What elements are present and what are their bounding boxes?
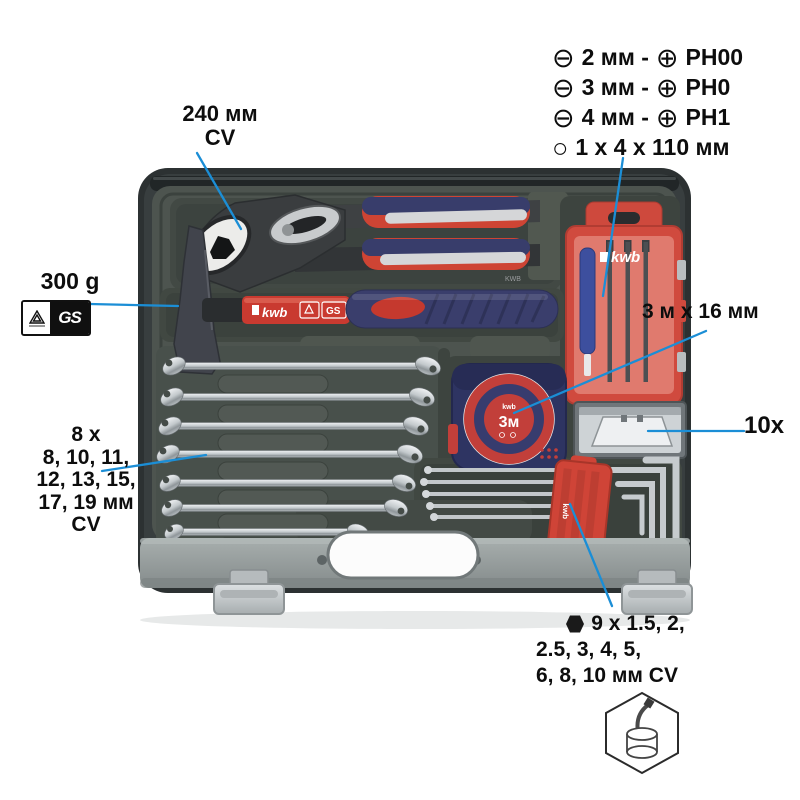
screwdriver-dimensions: 1 x 4 x 110 мм: [575, 134, 730, 160]
wrench-count: 8 x: [71, 423, 101, 446]
pliers-stamp: KWB: [505, 276, 521, 283]
bit-spec-row: ⊖ 3 мм - ⊕ PH0: [552, 72, 743, 102]
slotted-icon: ⊖: [552, 72, 575, 103]
wrench-sizes: 12, 13, 15,: [36, 468, 136, 491]
bit-set-box: kwb: [565, 201, 686, 405]
latch-right: [621, 569, 693, 615]
wrench: [162, 356, 441, 376]
hammer-weight-label: 300 g: [40, 268, 100, 294]
hex-key-spec-label: 9 x 1.5, 2, 2.5, 3, 4, 5, 6, 8, 10 мм CV: [536, 611, 714, 689]
bit-spec-row: ○ 1 x 4 x 110 мм: [552, 132, 743, 162]
tape-measure-spec-label: 3 м x 16 мм: [642, 300, 759, 323]
wrench: [160, 387, 435, 407]
gs-certification-badge: GS: [21, 300, 91, 336]
hammer-grip: [345, 289, 559, 329]
hex-key-sizes: 2.5, 3, 4, 5,: [536, 638, 642, 661]
blades-count-label: 10x: [744, 412, 785, 439]
bit-size: 4 мм -: [581, 104, 649, 130]
hex-key-set: kwb: [420, 455, 680, 568]
hammer-shaft: kwb GS: [242, 296, 350, 324]
hammer-head: [173, 225, 221, 375]
case-shadow: [140, 611, 690, 629]
callout-line-tape: [512, 329, 708, 415]
screwdriver-handle: [579, 247, 596, 355]
callout-line-bits: [601, 156, 625, 298]
carry-handle-cutout: [326, 530, 480, 580]
wrench-set-spec-label: 8 x 8, 10, 11, 12, 13, 15, 17, 19 мм CV: [4, 423, 168, 537]
tuv-triangle-icon: [23, 302, 50, 334]
hex-key-holder: kwb: [547, 455, 613, 552]
wrench-sizes: 8, 10, 11,: [42, 445, 130, 469]
bit-grade: PH0: [685, 74, 731, 100]
holder-brand-text: kwb: [561, 503, 570, 519]
blade-box: [573, 401, 687, 459]
micro-text-bar: [28, 324, 45, 327]
hex-key-count: 9 x 1.5, 2,: [591, 612, 685, 635]
callout-line-hammer: [88, 302, 180, 308]
tape-length-text: 3м: [499, 414, 520, 431]
hexagon-icon: [566, 615, 585, 633]
pliers-spec-label: 240 мм CV: [150, 102, 290, 150]
bit-grade: PH1: [685, 104, 731, 130]
bit-spec-row: ⊖ 4 мм - ⊕ PH1: [552, 102, 743, 132]
hex-key-rods: [424, 468, 568, 519]
pliers-handle-lower: [362, 238, 530, 270]
pliers-handle-upper: [362, 196, 530, 228]
bit-size: 3 мм -: [581, 74, 649, 100]
callout-line-wrenches: [100, 453, 208, 473]
wrench-set: [156, 356, 441, 564]
phillips-icon: ⊕: [655, 72, 679, 103]
utility-blade: [590, 416, 674, 447]
phillips-icon: ⊕: [655, 42, 679, 73]
bit-spec-row: ⊖ 2 мм - ⊕ PH00: [552, 42, 743, 72]
pliers-material: CV: [204, 125, 236, 150]
round-shank-icon: ○: [552, 132, 569, 163]
bit-grade: PH00: [685, 44, 744, 70]
slotted-icon: ⊖: [552, 42, 575, 73]
wrench: [158, 416, 429, 436]
hex-key-pictogram-icon: [605, 691, 679, 775]
latch-left: [213, 569, 285, 615]
callout-line-pliers: [195, 151, 243, 231]
wrench-sizes: 17, 19 мм: [38, 490, 134, 514]
hammer: kwb GS: [173, 225, 559, 375]
wrench: [156, 444, 423, 464]
hammer-brand-text: kwb: [262, 305, 287, 320]
hammer-gs-text: GS: [326, 306, 341, 317]
water-pump-pliers: KWB: [185, 194, 540, 293]
bit-set-spec-list: ⊖ 2 мм - ⊕ PH00 ⊖ 3 мм - ⊕ PH0 ⊖ 4 мм - …: [552, 42, 743, 162]
wrench: [159, 474, 416, 492]
bit-size: 2 мм -: [581, 44, 649, 70]
wrench: [161, 499, 408, 517]
case-bottom-rim: [140, 530, 690, 588]
pliers-length: 240 мм: [182, 101, 258, 126]
tape-brand-text: kwb: [502, 404, 516, 411]
phillips-icon: ⊕: [655, 102, 679, 133]
slotted-icon: ⊖: [552, 102, 575, 133]
callout-lines: [88, 151, 746, 608]
l-keys: [609, 456, 680, 552]
tape-vents: [540, 448, 558, 459]
hex-key-sizes: 6, 8, 10 мм CV: [536, 664, 678, 687]
callout-line-hexkeys: [568, 502, 614, 608]
gs-mark: GS: [50, 302, 89, 334]
ball-ends: [420, 466, 438, 521]
wrench-material: CV: [71, 513, 101, 536]
bit-box-brand-text: kwb: [611, 249, 640, 266]
tape-measure: kwb 3м: [448, 363, 567, 471]
